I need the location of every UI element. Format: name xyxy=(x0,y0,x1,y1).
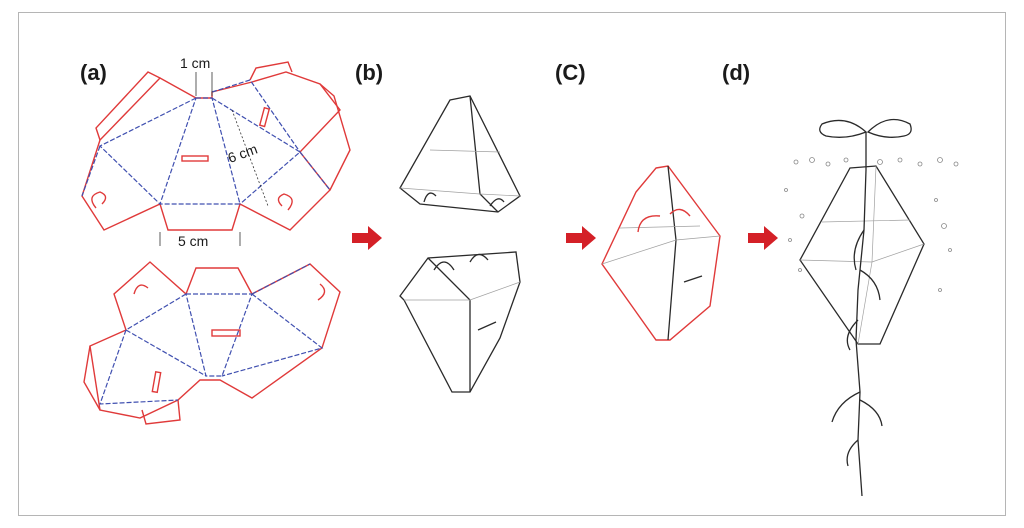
dim-base-label: 5 cm xyxy=(178,233,208,249)
net-top-fold-center xyxy=(159,97,241,205)
panel-label-b: (b) xyxy=(355,60,383,85)
assembled-box-edge xyxy=(667,165,677,341)
assembled-box-outline xyxy=(601,165,721,341)
panel-label-d: (d) xyxy=(722,60,750,85)
net-top-fold-left xyxy=(98,97,197,205)
top-half-mid xyxy=(429,149,501,153)
bottom-half-outline xyxy=(399,251,521,393)
soil-surface xyxy=(784,157,959,292)
net-top-tab-right xyxy=(249,61,293,81)
net-bottom-fold-left2 xyxy=(99,329,179,405)
net-bottom-fold-right2 xyxy=(251,263,311,295)
panel-label-c: (C) xyxy=(555,60,586,85)
net-bottom-tab xyxy=(141,399,181,425)
net-top-hook-left xyxy=(91,191,107,209)
net-bottom xyxy=(83,261,341,425)
net-bottom-slot-2 xyxy=(151,370,162,394)
net-bottom-hook-right xyxy=(317,283,326,301)
net-bottom-slot xyxy=(211,329,241,337)
top-half-hook-2 xyxy=(489,198,505,207)
folded-bottom-half xyxy=(399,251,521,393)
folded-top-half xyxy=(399,95,521,213)
net-bottom-hook-left xyxy=(133,284,149,295)
planted-box-mid-2 xyxy=(821,219,911,223)
stem-root xyxy=(855,132,867,497)
bottom-half-slot xyxy=(477,321,497,331)
planted-box-mid xyxy=(799,243,925,263)
dim-top-label: 1 cm xyxy=(180,55,210,71)
panel-label-a: (a) xyxy=(80,60,107,85)
net-bottom-fold-left xyxy=(124,293,207,377)
net-top-hook-right xyxy=(277,193,293,211)
assembled-box-mid-2 xyxy=(619,225,701,229)
bottom-half-notches xyxy=(433,253,489,271)
net-top-fold-upper xyxy=(211,79,301,153)
arrow-c-to-d xyxy=(748,226,778,250)
net-bottom-fold-center xyxy=(185,293,253,377)
net-bottom-fold-right xyxy=(221,293,324,377)
figure-frame xyxy=(18,12,1006,516)
top-half-hook xyxy=(423,192,437,203)
net-top-tab-left xyxy=(95,71,161,141)
net-bottom-cut-outline xyxy=(89,261,341,419)
net-top-cut-outline xyxy=(81,71,341,231)
planted-box-edge xyxy=(857,165,877,345)
top-half-base xyxy=(399,187,521,197)
assembled-box-notches xyxy=(637,208,691,233)
leaf-right xyxy=(866,118,912,138)
net-top-fold-right xyxy=(211,97,302,205)
dim-slant-line xyxy=(231,109,269,207)
planted-box xyxy=(784,118,959,497)
net-bottom-tab-side xyxy=(83,345,101,411)
net-top-slot-2 xyxy=(258,106,271,128)
net-top-fold-left2 xyxy=(81,145,101,197)
dim-slant-label: 6 cm xyxy=(226,141,260,166)
net-top: 1 cm 6 cm 5 cm xyxy=(81,55,351,249)
leaf-left xyxy=(819,119,868,138)
bottom-half-edge xyxy=(427,257,471,392)
lateral-roots xyxy=(831,229,883,467)
assembled-box-slot xyxy=(683,275,703,283)
top-half-outline xyxy=(399,95,521,213)
arrow-a-to-b xyxy=(352,226,382,250)
arrow-b-to-c xyxy=(566,226,596,250)
assembled-box xyxy=(601,165,721,341)
net-top-slot xyxy=(181,155,209,162)
bottom-half-top xyxy=(404,281,521,301)
net-top-fold-right2 xyxy=(299,151,331,191)
assembled-box-mid xyxy=(601,235,721,265)
net-top-tab-side xyxy=(319,83,351,191)
